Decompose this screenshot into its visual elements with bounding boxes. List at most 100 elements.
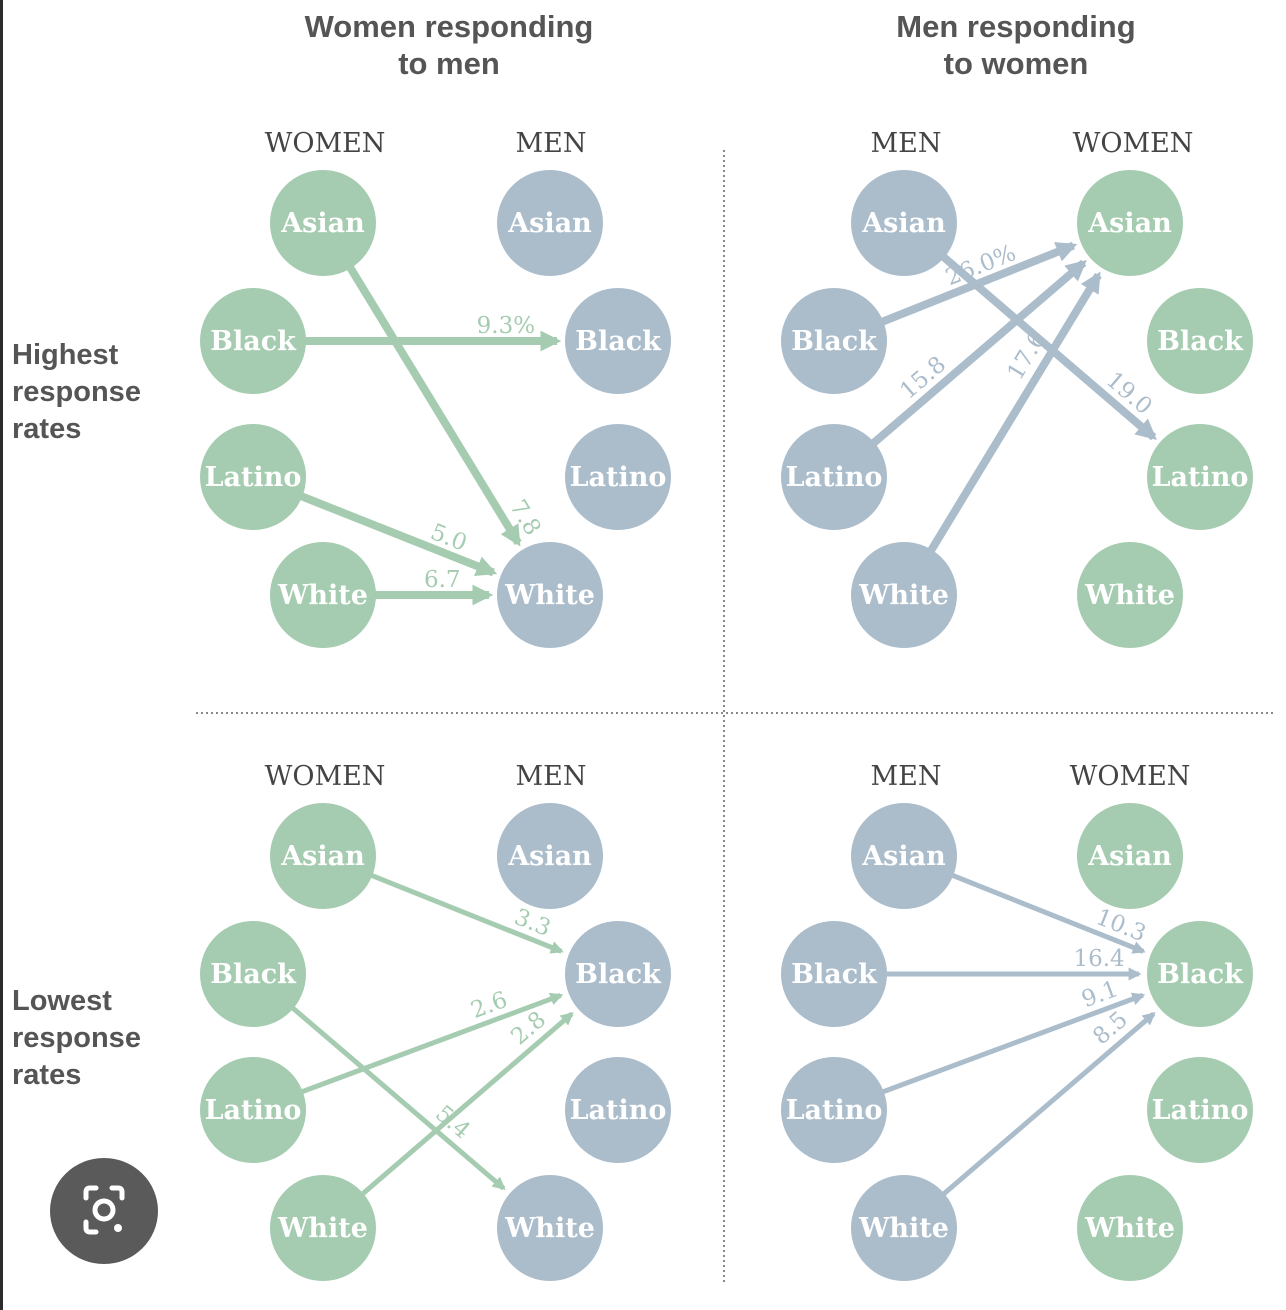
row-label-bottom-line1: Lowest: [12, 985, 112, 1017]
link-latino-to-black: [270, 992, 564, 1106]
link-latino-to-white: [270, 480, 498, 577]
from-white-label: White: [277, 580, 368, 611]
from-white-node: [270, 542, 376, 648]
right-title-line1: Men responding: [896, 9, 1135, 44]
row-label-top-line1: Highest: [12, 339, 119, 371]
link-asian-to-white: [330, 237, 522, 547]
from-latino-label: Latino: [205, 1095, 302, 1126]
from-latino-node: [200, 1057, 306, 1163]
to-asian-node: [497, 803, 603, 909]
column-header-to: MEN: [516, 761, 587, 792]
links: 3.32.62.85.4: [266, 861, 574, 1217]
from-latino-label: Latino: [205, 462, 302, 493]
to-white-node: [497, 542, 603, 648]
column-header-to: WOMEN: [1073, 128, 1194, 159]
links: 10.316.49.18.5: [851, 861, 1156, 1217]
to-latino-label: Latino: [1152, 462, 1249, 493]
link-value-label: 6.7: [424, 567, 461, 593]
row-label-top-line2: response: [12, 376, 141, 408]
lens-search-icon: [83, 1185, 125, 1235]
from-white-label: White: [277, 1213, 368, 1244]
to-black-node: [1147, 921, 1253, 1027]
right-title-line2: to women: [944, 46, 1089, 81]
to-asian-label: Asian: [507, 841, 592, 872]
to-white-label: White: [504, 580, 595, 611]
links: 7.89.3%5.06.7: [270, 237, 562, 606]
column-header-to: MEN: [516, 128, 587, 159]
row-label-top: Highest response rates: [12, 339, 141, 445]
to-black-label: Black: [575, 326, 662, 357]
link-white-to-black: [917, 1011, 1156, 1217]
column-header-from: WOMEN: [265, 128, 386, 159]
right-column-title: Men responding to women: [896, 9, 1135, 81]
to-asian-label: Asian: [1087, 208, 1172, 239]
from-asian-label: Asian: [280, 208, 365, 239]
from-black-node: [781, 288, 887, 394]
to-white-node: [497, 1175, 603, 1281]
link-value-label: 17.6: [1003, 327, 1052, 384]
to-white-label: White: [1084, 580, 1175, 611]
link-value-label: 5.4: [430, 1101, 475, 1145]
to-asian-node: [497, 170, 603, 276]
from-asian-node: [270, 803, 376, 909]
link-black-to-white: [266, 985, 506, 1191]
left-title-line2: to men: [398, 46, 500, 81]
to-latino-label: Latino: [570, 1095, 667, 1126]
from-asian-node: [851, 803, 957, 909]
row-label-top-line3: rates: [12, 413, 81, 445]
to-latino-label: Latino: [570, 462, 667, 493]
to-latino-node: [565, 1057, 671, 1163]
link-value-label: 16.4: [1073, 946, 1124, 972]
link-asian-to-black: [340, 861, 564, 954]
to-asian-label: Asian: [507, 208, 592, 239]
to-black-label: Black: [1157, 326, 1244, 357]
from-white-node: [851, 1175, 957, 1281]
column-header-from: WOMEN: [265, 761, 386, 792]
to-black-node: [1147, 288, 1253, 394]
to-latino-node: [1147, 424, 1253, 530]
column-header-from: MEN: [871, 128, 942, 159]
from-black-node: [200, 288, 306, 394]
left-edge-rule: [0, 0, 3, 1310]
from-black-label: Black: [210, 959, 297, 990]
from-white-node: [851, 542, 957, 648]
left-title-line1: Women responding: [305, 9, 594, 44]
row-label-bottom: Lowest response rates: [12, 985, 141, 1091]
link-value-label: 9.3%: [477, 313, 535, 339]
to-white-label: White: [1084, 1213, 1175, 1244]
to-latino-node: [1147, 1057, 1253, 1163]
lens-search-button[interactable]: [50, 1158, 158, 1264]
link-white-to-asian: [910, 271, 1102, 580]
to-black-node: [565, 921, 671, 1027]
from-black-label: Black: [210, 326, 297, 357]
from-latino-label: Latino: [786, 1095, 883, 1126]
from-white-label: White: [858, 1213, 949, 1244]
column-header-from: MEN: [871, 761, 942, 792]
from-black-node: [781, 921, 887, 1027]
column-header-to: WOMEN: [1070, 761, 1191, 792]
from-white-node: [270, 1175, 376, 1281]
to-latino-label: Latino: [1152, 1095, 1249, 1126]
link-white-to-black: [336, 1011, 574, 1217]
link-latino-to-asian: [846, 259, 1087, 468]
link-black-to-asian: [851, 241, 1078, 338]
from-white-label: White: [858, 580, 949, 611]
from-latino-node: [781, 1057, 887, 1163]
from-black-label: Black: [791, 959, 878, 990]
row-label-bottom-line2: response: [12, 1022, 141, 1054]
from-black-label: Black: [791, 326, 878, 357]
from-asian-label: Asian: [280, 841, 365, 872]
left-column-title: Women responding to men: [305, 9, 594, 81]
link-asian-to-black: [921, 861, 1146, 954]
to-latino-node: [565, 424, 671, 530]
to-black-label: Black: [1157, 959, 1244, 990]
from-asian-node: [270, 170, 376, 276]
from-asian-label: Asian: [861, 841, 946, 872]
to-black-node: [565, 288, 671, 394]
